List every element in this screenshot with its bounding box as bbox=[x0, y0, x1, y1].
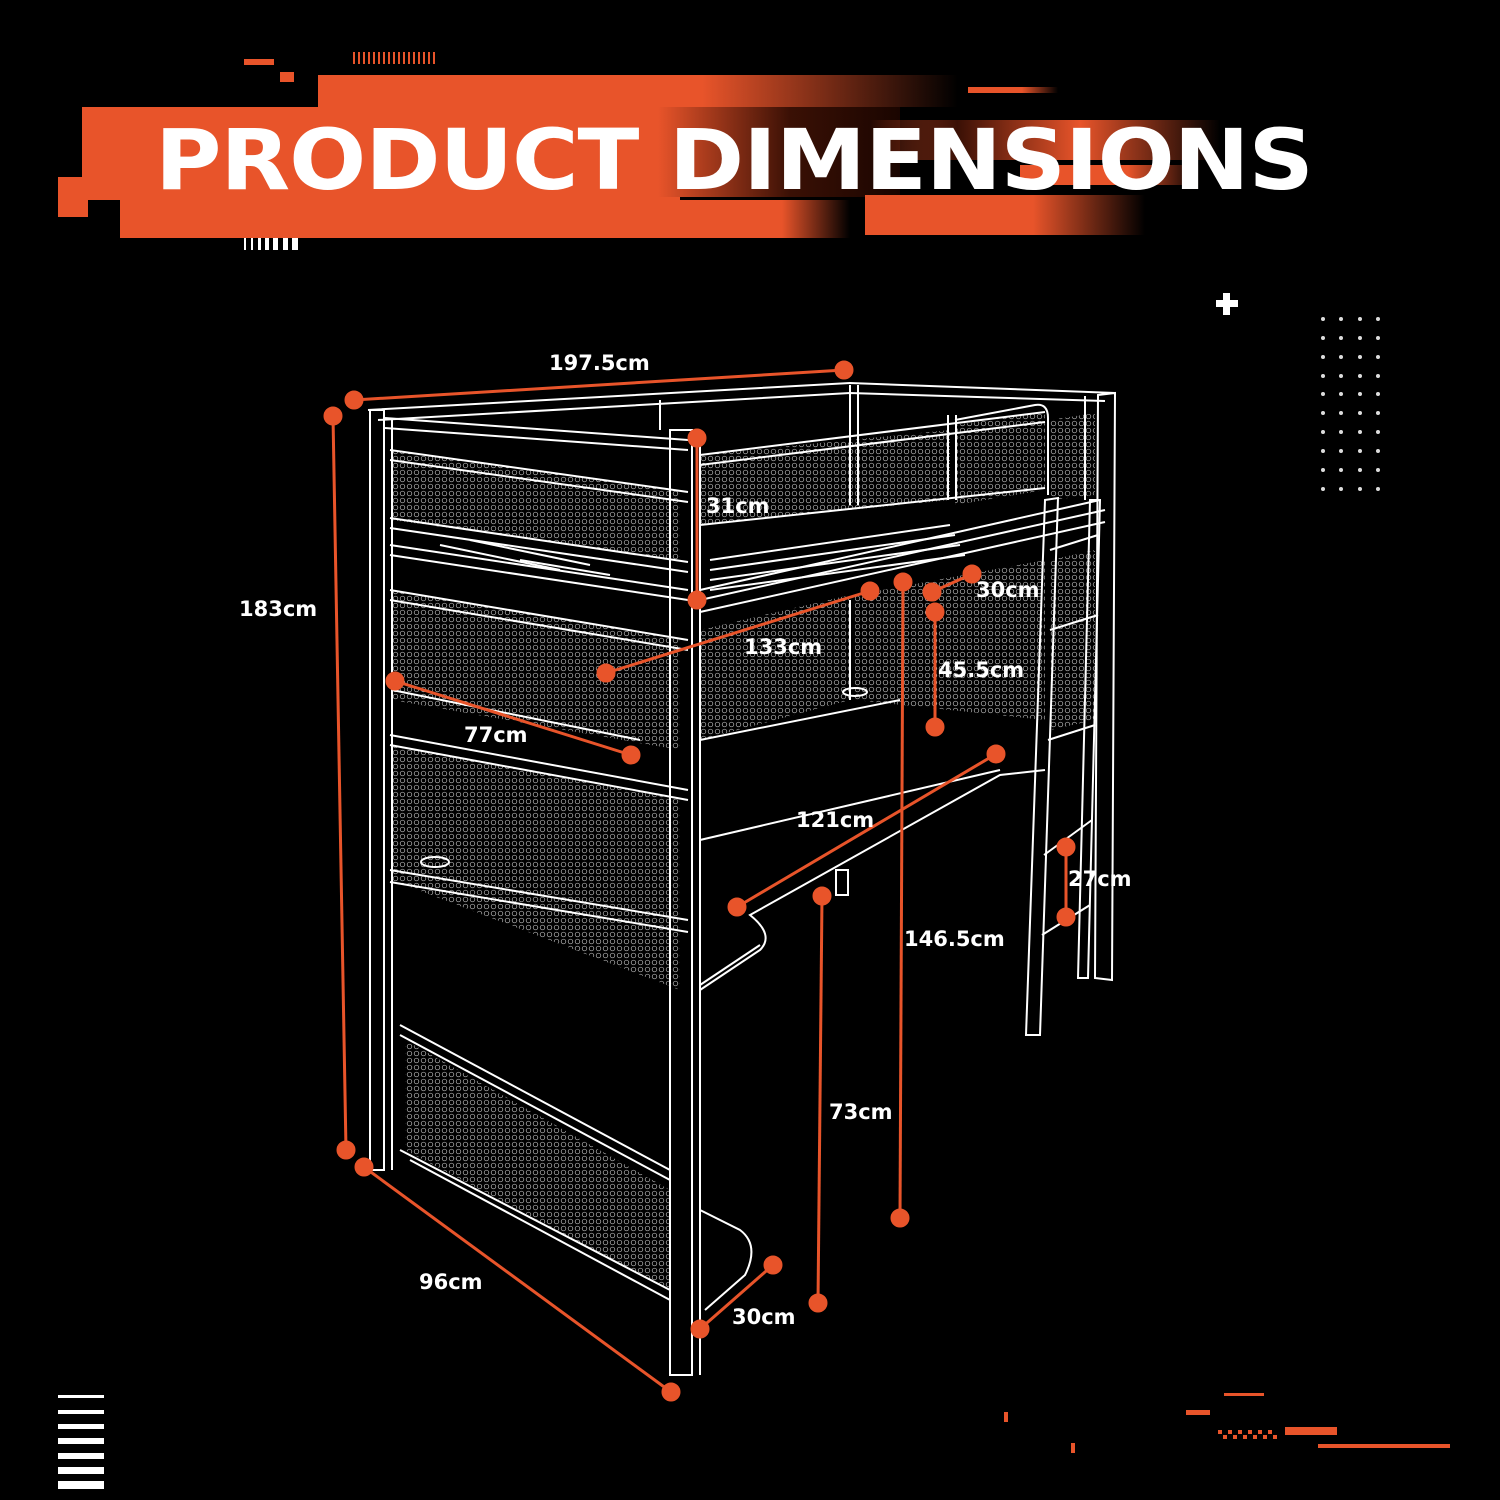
dim-length-label: 197.5cm bbox=[549, 351, 650, 375]
dim-desk-depth-label: 30cm bbox=[732, 1305, 796, 1329]
dim-desk-height-label: 73cm bbox=[829, 1100, 893, 1124]
page-title: PRODUCT DIMENSIONS bbox=[155, 111, 1314, 209]
dim-width-label: 96cm bbox=[419, 1270, 483, 1294]
dim-desk-length-label: 121cm bbox=[796, 808, 875, 832]
dimension-lines bbox=[323, 360, 1076, 1402]
dim-cabinet-shelf-length-label: 77cm bbox=[464, 723, 528, 747]
dim-guardrail-height-label: 31cm bbox=[706, 494, 770, 518]
dim-desk-bed-clearance-label: 45.5cm bbox=[938, 658, 1025, 682]
banner-graphics bbox=[58, 52, 1220, 250]
dim-under-bed-height-label: 146.5cm bbox=[904, 927, 1005, 951]
dim-height-label: 183cm bbox=[239, 597, 318, 621]
dim-shelf-length-label: 133cm bbox=[744, 635, 823, 659]
dim-shelf-depth-top-label: 30cm bbox=[976, 578, 1040, 602]
dim-ladder-step-label: 27cm bbox=[1068, 867, 1132, 891]
